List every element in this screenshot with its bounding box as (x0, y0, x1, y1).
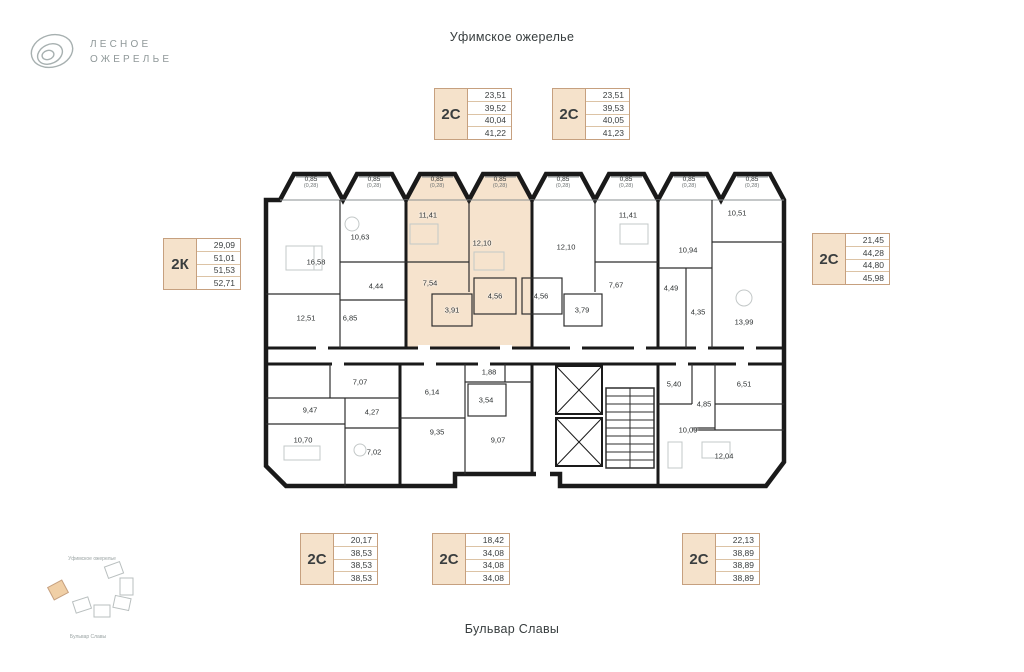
apartment-area-list: 20,17 38,53 38,53 38,53 (334, 533, 378, 585)
area-value: 23,51 (468, 89, 511, 102)
apartment-area-list: 21,45 44,28 44,80 45,98 (846, 233, 890, 285)
street-label-top: Уфимское ожерелье (449, 30, 575, 44)
outer-walls (263, 171, 787, 489)
apartment-type-badge: 2С (432, 533, 466, 585)
elevator-shafts (555, 365, 603, 467)
minimap-street-bottom: Бульвар Славы (69, 634, 107, 640)
apartment-card-bottom-right[interactable]: 2С 22,13 38,89 38,89 38,89 (682, 533, 760, 585)
apartment-card-bottom-center[interactable]: 2С 18,42 34,08 34,08 34,08 (432, 533, 510, 585)
logo-line-2: ОЖЕРЕЛЬЕ (90, 54, 173, 65)
area-value: 22,13 (716, 534, 759, 547)
area-value: 21,45 (846, 234, 889, 247)
area-value: 34,08 (466, 547, 509, 560)
logo-rings-icon (24, 24, 82, 80)
apartment-card-bottom-left[interactable]: 2С 20,17 38,53 38,53 38,53 (300, 533, 378, 585)
area-value: 38,89 (716, 560, 759, 573)
furniture-icons (283, 216, 753, 469)
area-value: 38,53 (334, 547, 377, 560)
area-value: 44,28 (846, 247, 889, 260)
apartment-card-top-right[interactable]: 2С 23,51 39,53 40,05 41,23 (552, 88, 630, 140)
area-value: 51,53 (197, 265, 240, 278)
area-value: 39,53 (586, 102, 629, 115)
apartment-card-top-left[interactable]: 2С 23,51 39,52 40,04 41,22 (434, 88, 512, 140)
apartment-area-list: 23,51 39,52 40,04 41,22 (468, 88, 512, 140)
apartment-type-badge: 2С (300, 533, 334, 585)
minimap-current-section[interactable] (46, 579, 70, 601)
apartment-area-list: 22,13 38,89 38,89 38,89 (716, 533, 760, 585)
apartment-area-list: 23,51 39,53 40,05 41,23 (586, 88, 630, 140)
area-value: 40,05 (586, 115, 629, 128)
room-partitions (266, 200, 784, 486)
area-value: 38,89 (732, 573, 754, 584)
area-value: 38,89 (716, 547, 759, 560)
area-value: 39,52 (468, 102, 511, 115)
door-gaps (316, 345, 756, 477)
area-value: 23,51 (586, 89, 629, 102)
area-value: 34,08 (466, 560, 509, 573)
staircase (605, 387, 655, 469)
area-value: 41,22 (484, 128, 506, 139)
apartment-card-left[interactable]: 2К 29,09 51,01 51,53 52,71 (163, 238, 241, 290)
apartment-type-badge: 2С (812, 233, 846, 285)
site-minimap[interactable]: Уфимское ожерелье Бульвар Славы (34, 548, 154, 648)
logo-line-1: ЛЕСНОЕ (90, 38, 152, 50)
apartment-type-badge: 2С (682, 533, 716, 585)
area-value: 20,17 (334, 534, 377, 547)
apartment-type-badge: 2С (434, 88, 468, 140)
minimap-street-top: Уфимское ожерелье (68, 556, 116, 562)
apartment-card-right[interactable]: 2С 21,45 44,28 44,80 45,98 (812, 233, 890, 285)
area-value: 44,80 (846, 260, 889, 273)
area-value: 45,98 (862, 273, 884, 284)
logo: ЛЕСНОЕ ОЖЕРЕЛЬЕ (24, 24, 172, 80)
area-value: 18,42 (466, 534, 509, 547)
logo-text: ЛЕСНОЕ ОЖЕРЕЛЬЕ (90, 37, 172, 68)
apartment-type-badge: 2С (552, 88, 586, 140)
street-label-bottom: Бульвар Славы (464, 622, 560, 636)
area-value: 38,53 (350, 573, 372, 584)
area-value: 41,23 (602, 128, 624, 139)
area-value: 29,09 (197, 239, 240, 252)
area-value: 51,01 (197, 252, 240, 265)
area-value: 52,71 (213, 278, 235, 289)
apartment-type-badge: 2К (163, 238, 197, 290)
apartment-area-list: 29,09 51,01 51,53 52,71 (197, 238, 241, 290)
area-value: 34,08 (482, 573, 504, 584)
minimap-svg (46, 560, 134, 618)
apartment-area-list: 18,42 34,08 34,08 34,08 (466, 533, 510, 585)
area-value: 40,04 (468, 115, 511, 128)
area-value: 38,53 (334, 560, 377, 573)
